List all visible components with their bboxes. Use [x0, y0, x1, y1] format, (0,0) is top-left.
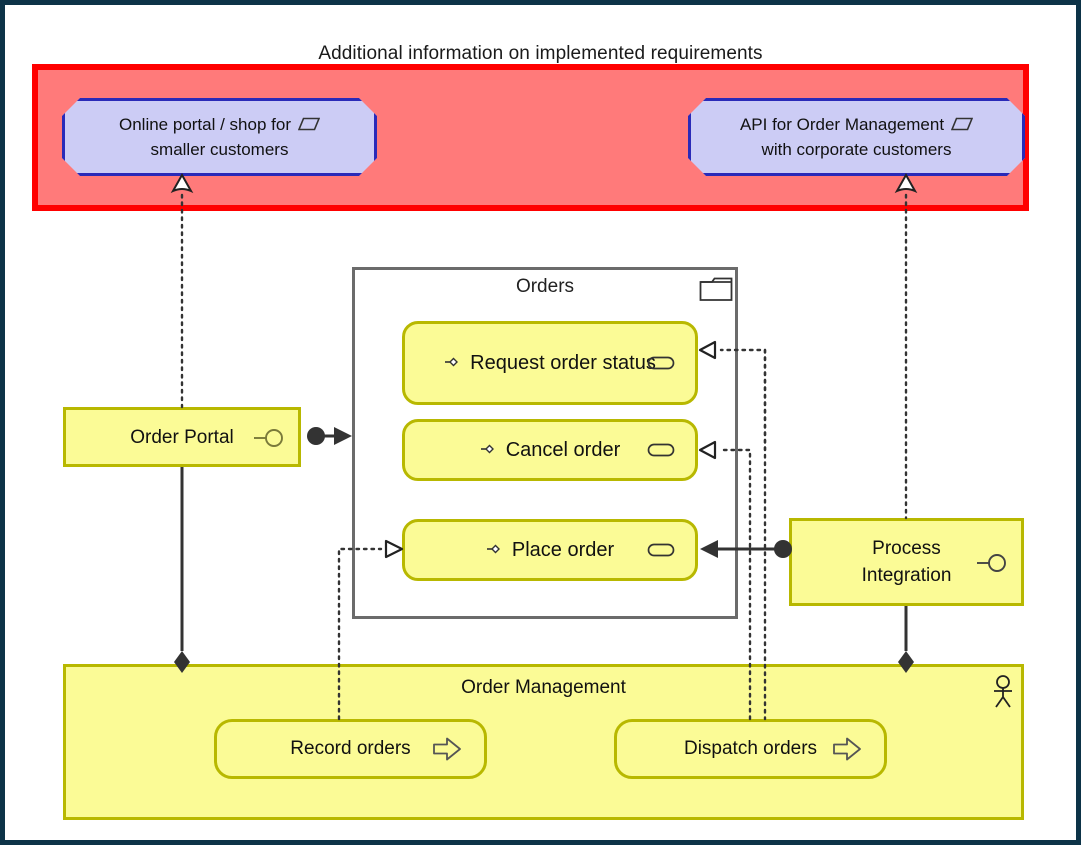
block-arrow-right-icon — [432, 736, 462, 767]
service-label: Place order — [486, 538, 614, 562]
component-label: Process Integration — [862, 535, 952, 589]
folder-icon — [699, 276, 733, 307]
lollipop-interface-icon — [975, 552, 1007, 579]
process-record-orders[interactable]: Record orders — [214, 719, 487, 779]
diamond-marker-icon — [444, 351, 462, 374]
actor-stick-figure-icon — [990, 675, 1016, 714]
service-cancel-order[interactable]: Cancel order — [402, 419, 698, 481]
process-label: Record orders — [290, 738, 411, 759]
requirement-line-1: API for Order Management — [739, 114, 945, 134]
process-label: Dispatch orders — [683, 738, 818, 759]
order-management-title: Order Management — [461, 677, 626, 698]
rounded-pill-icon — [647, 542, 675, 563]
requirement-line-1: Online portal / shop for — [119, 114, 291, 134]
service-place-order[interactable]: Place order — [402, 519, 698, 581]
composition-order-portal-to-order-management — [174, 467, 190, 673]
page-title: Additional information on implemented re… — [318, 43, 763, 64]
rounded-pill-icon — [647, 355, 675, 376]
process-dispatch-orders[interactable]: Dispatch orders — [614, 719, 887, 779]
component-process-integration[interactable]: Process Integration — [789, 518, 1024, 606]
requirement-line-2: with corporate customers — [761, 139, 952, 159]
component-label-line-1: Process — [872, 538, 941, 559]
component-label-line-2: Integration — [861, 565, 952, 586]
component-label: Order Portal — [130, 426, 234, 448]
service-text: Place order — [511, 539, 615, 561]
requirement-box-api-order-management[interactable]: API for Order Management with corporate … — [688, 98, 1025, 176]
service-label: Request order status — [444, 351, 656, 375]
realization-process-integration-to-requirement — [894, 172, 918, 520]
requirement-line-2: smaller customers — [150, 139, 289, 159]
component-order-portal[interactable]: Order Portal — [63, 407, 301, 467]
parallelogram-icon — [951, 114, 973, 138]
requirement-label: Online portal / shop for smaller custome… — [109, 113, 330, 162]
parallelogram-icon — [298, 114, 320, 138]
service-request-order-status[interactable]: Request order status — [402, 321, 698, 405]
requirement-box-online-portal[interactable]: Online portal / shop for smaller custome… — [62, 98, 377, 176]
service-label: Cancel order — [480, 438, 621, 462]
package-title: Orders — [515, 276, 575, 297]
diamond-marker-icon — [486, 538, 504, 561]
composition-process-integration-to-order-management — [898, 606, 914, 673]
service-text: Cancel order — [505, 439, 621, 461]
service-text: Request order status — [470, 352, 656, 374]
rounded-pill-icon — [647, 442, 675, 463]
diamond-marker-icon — [480, 438, 498, 461]
requirement-label: API for Order Management with corporate … — [730, 113, 983, 162]
lollipop-interface-icon — [252, 427, 284, 454]
block-arrow-right-icon — [832, 736, 862, 767]
assembly-order-portal-to-orders — [307, 427, 352, 445]
